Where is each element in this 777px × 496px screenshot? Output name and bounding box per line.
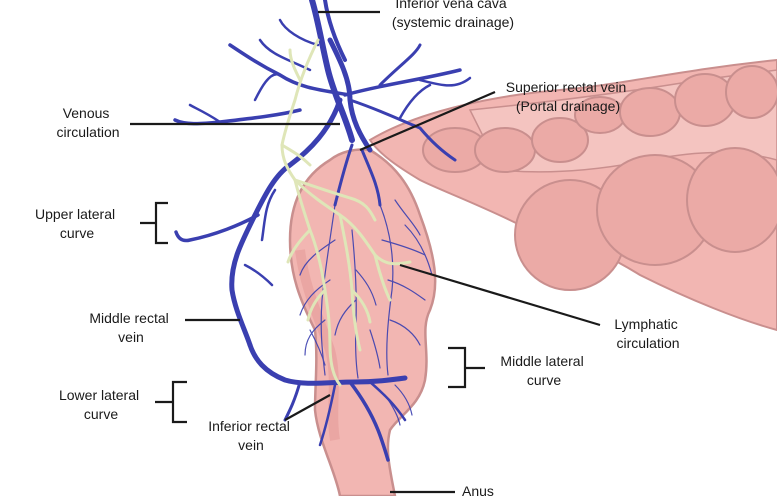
label-lymphatic-circulation: Lymphatic circulation: [614, 316, 681, 351]
bracket-middle-lateral: [448, 346, 485, 389]
label-inferior-rectal-vein: Inferior rectal vein: [208, 418, 294, 453]
vein-network: [173, 0, 472, 462]
label-lower-lateral-curve: Lower lateral curve: [59, 387, 143, 422]
leader-lines: [130, 10, 601, 494]
label-ivc: Inferior vena cava (systemic drainage): [392, 0, 514, 30]
label-middle-lateral-curve: Middle lateral curve: [500, 353, 587, 388]
label-superior-rectal-vein: Superior rectal vein (Portal drainage): [506, 79, 631, 114]
colon: [368, 58, 777, 332]
colon-haustra: [422, 65, 777, 291]
label-middle-rectal-vein: Middle rectal vein: [89, 310, 172, 345]
label-anus: Anus: [462, 483, 494, 496]
rectum: [288, 148, 437, 496]
bracket-upper-lateral: [140, 201, 168, 245]
labels: Inferior vena cava (systemic drainage) S…: [35, 0, 681, 496]
leader-lymphatic: [399, 263, 601, 327]
bracket-lower-lateral: [155, 380, 187, 424]
leader-inferior-rectal: [284, 394, 331, 421]
lymphatic-network: [280, 38, 412, 387]
label-upper-lateral-curve: Upper lateral curve: [35, 206, 119, 241]
label-venous-circulation: Venous circulation: [56, 105, 119, 140]
leader-superior-rectal: [359, 90, 496, 152]
